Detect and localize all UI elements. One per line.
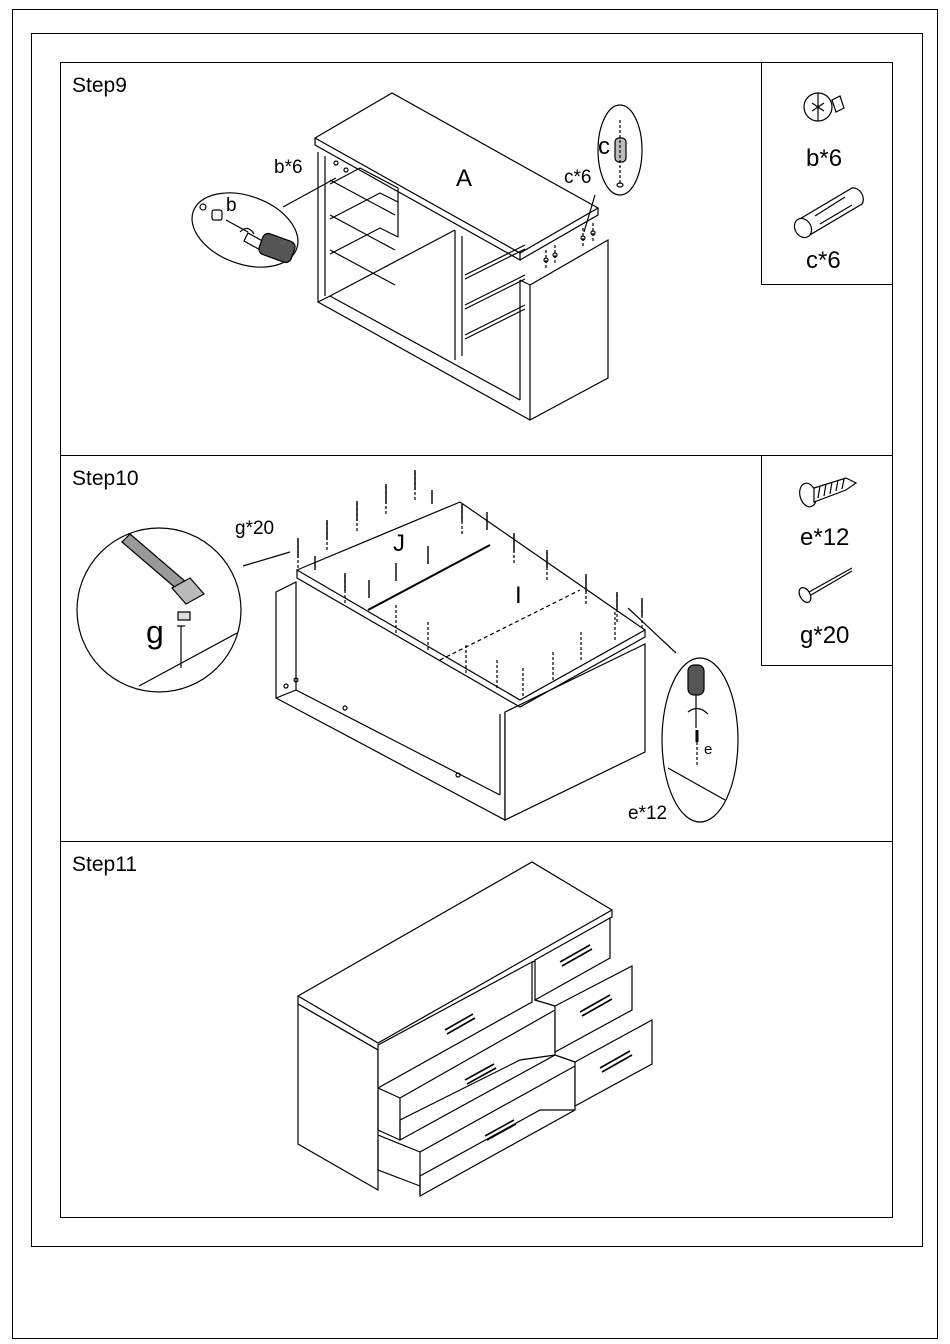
step-11-illustration [0, 0, 950, 1344]
